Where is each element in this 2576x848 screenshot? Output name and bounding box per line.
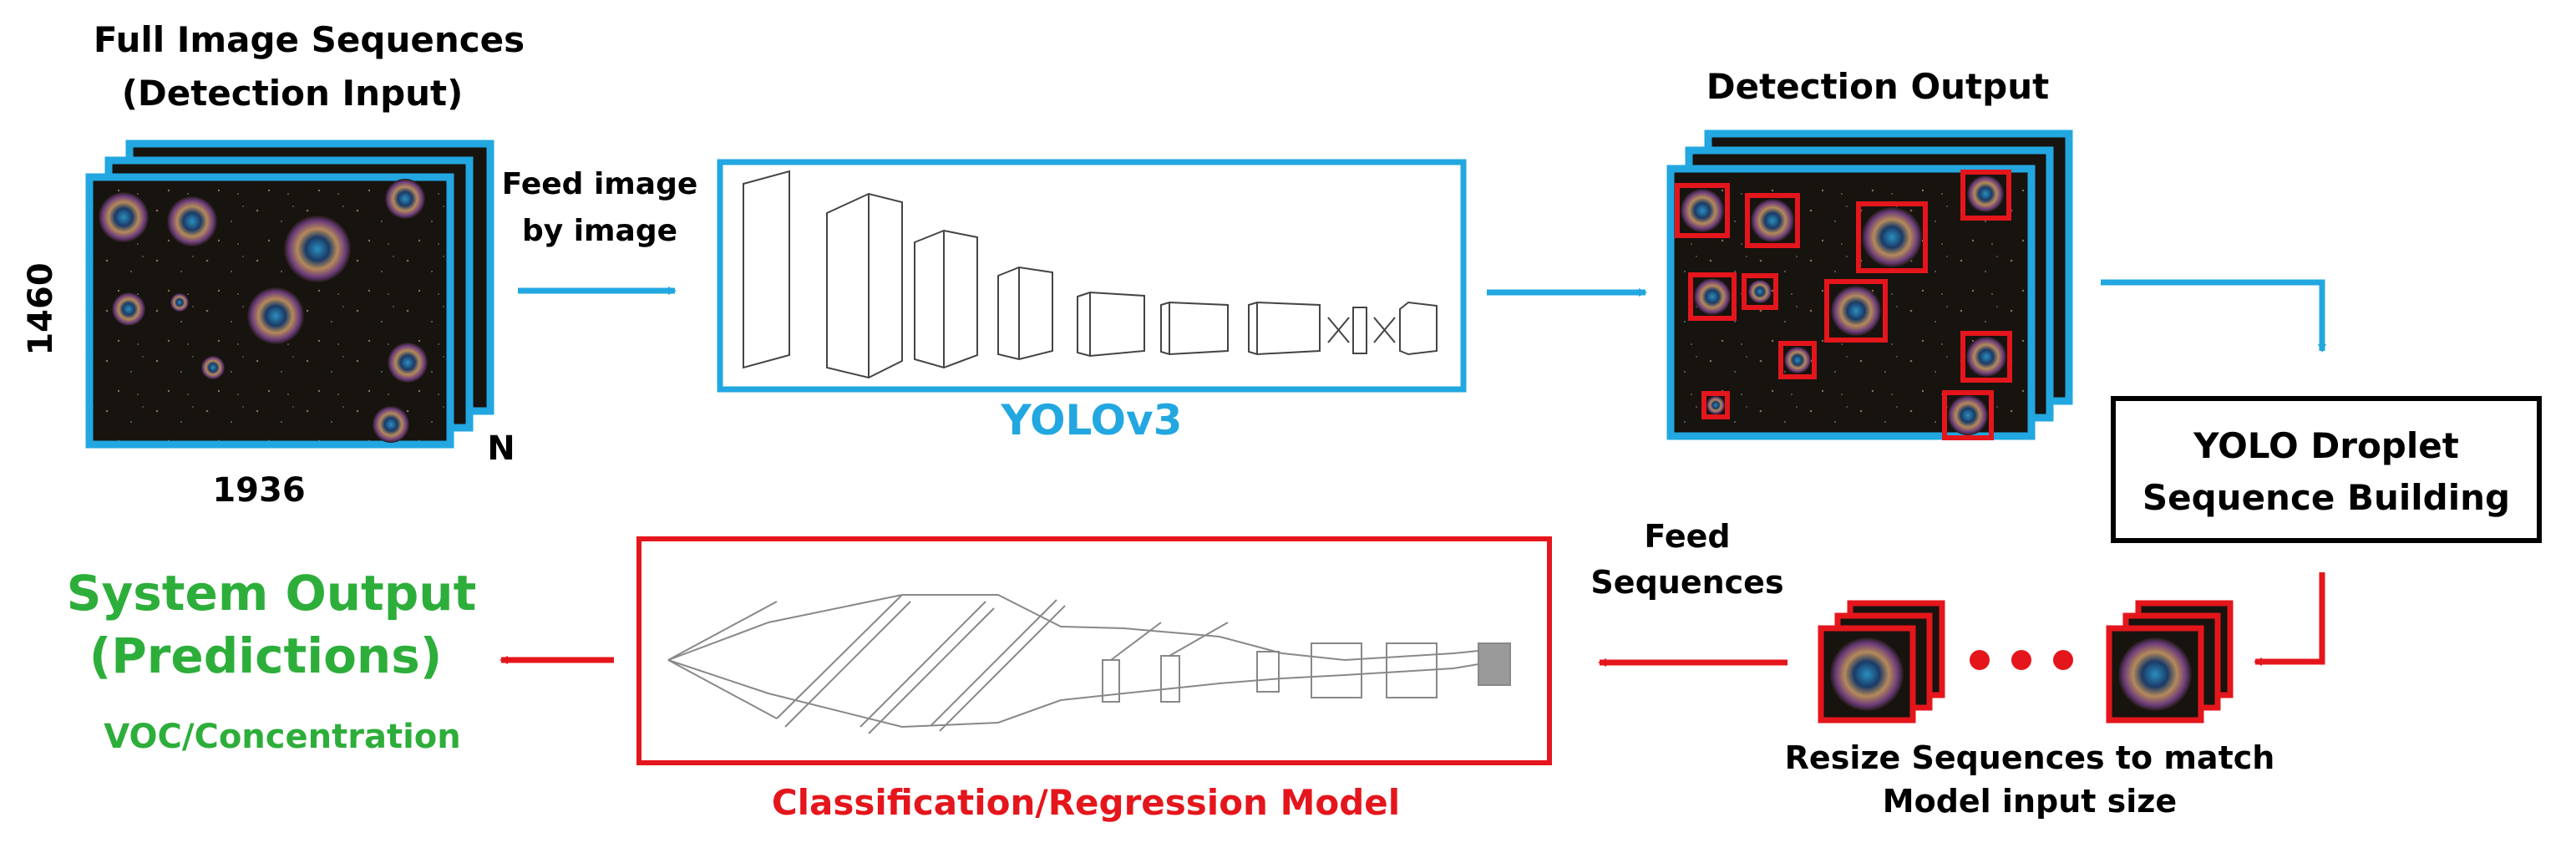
resize-line2: Model input size bbox=[1883, 783, 2177, 820]
sequence-ellipsis-dots bbox=[1970, 650, 2073, 670]
input-height-label: 1460 bbox=[22, 262, 60, 355]
feed-image-line2: by image bbox=[522, 214, 677, 248]
crop-stack-left bbox=[1818, 600, 1945, 724]
classifier-architecture-drawing bbox=[667, 594, 1511, 734]
feed-sequences-line1: Feed bbox=[1644, 518, 1730, 555]
sequence-building-line1: YOLO Droplet bbox=[2193, 425, 2459, 466]
input-width-label: 1936 bbox=[212, 471, 305, 510]
system-output-line2: (Predictions) bbox=[89, 627, 443, 684]
feed-sequences-line2: Sequences bbox=[1590, 564, 1783, 601]
input-droplets bbox=[99, 179, 428, 443]
detection-bounding-boxes bbox=[1675, 170, 2012, 440]
classifier-label: Classification/Regression Model bbox=[772, 782, 1400, 823]
input-image-stack bbox=[85, 140, 494, 449]
arrow-detection-to-sequence-building bbox=[2101, 279, 2326, 353]
sequence-building-line2: Sequence Building bbox=[2142, 477, 2510, 518]
arrow-sequence-building-to-crops bbox=[2254, 572, 2325, 666]
sequence-building-box bbox=[2111, 396, 2542, 543]
system-output-line1: System Output bbox=[67, 565, 477, 622]
detection-output-title: Detection Output bbox=[1706, 66, 2049, 107]
feed-image-line1: Feed image bbox=[502, 167, 698, 201]
input-stack-label: N bbox=[487, 429, 515, 468]
input-title-line1: Full Image Sequences bbox=[94, 19, 525, 60]
yolo-label: YOLOv3 bbox=[1001, 396, 1183, 444]
resize-line1: Resize Sequences to match bbox=[1785, 739, 2275, 776]
detected-droplets bbox=[1681, 175, 2006, 435]
yolo-architecture-drawing bbox=[743, 170, 1438, 379]
classifier-box bbox=[636, 536, 1552, 765]
yolo-box bbox=[717, 159, 1467, 393]
crop-stack-right bbox=[2106, 600, 2234, 724]
input-title-line2: (Detection Input) bbox=[122, 73, 464, 114]
detection-image-stack bbox=[1666, 129, 2073, 440]
system-output-subtitle: VOC/Concentration bbox=[104, 718, 460, 756]
